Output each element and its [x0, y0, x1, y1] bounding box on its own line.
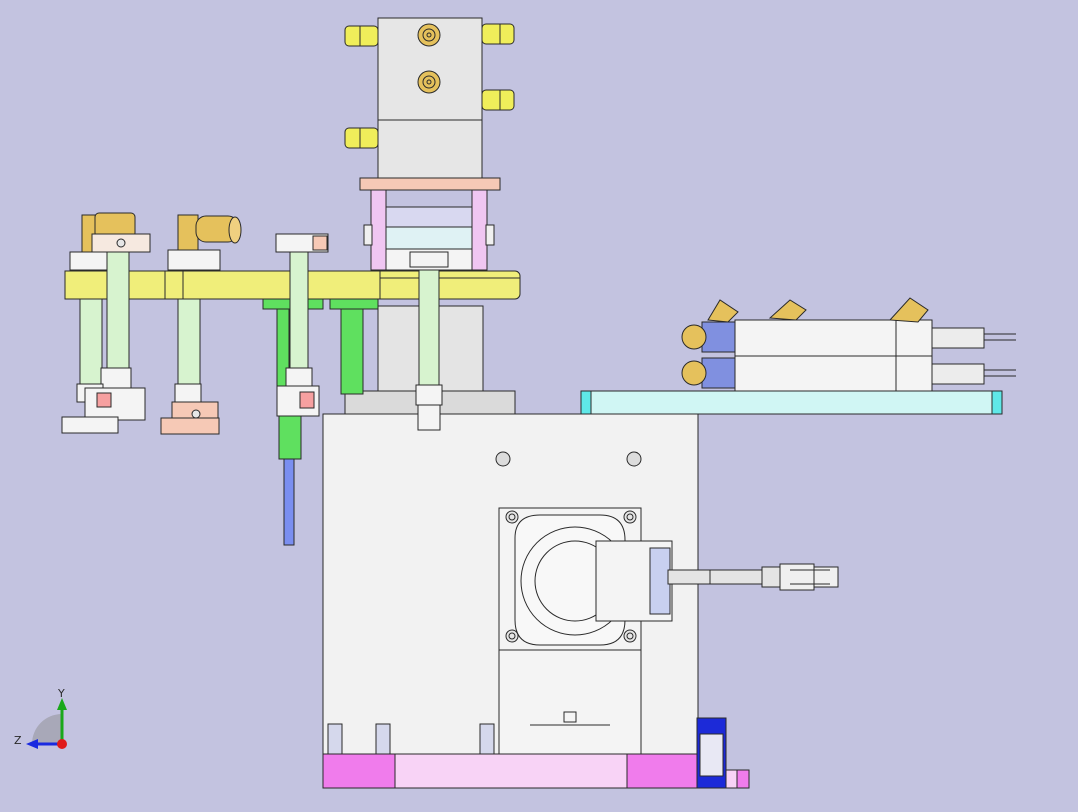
servo-motor[interactable]	[498, 507, 839, 755]
pneumatic-cylinder-pair[interactable]	[681, 297, 1016, 392]
triad-y-label: Y	[57, 687, 65, 700]
gripper-station-3[interactable]	[275, 233, 329, 417]
right-mounting-plate[interactable]	[580, 390, 1003, 415]
rotary-upper-assembly[interactable]	[359, 177, 501, 271]
coordinate-triad	[26, 698, 67, 749]
guide-rod-center[interactable]	[415, 269, 443, 431]
gripper-station-2[interactable]	[160, 214, 242, 435]
rotary-manifold[interactable]	[344, 17, 515, 179]
triad-z-label: Z	[14, 734, 22, 747]
gripper-station-1[interactable]	[61, 212, 151, 434]
base-plate[interactable]	[322, 717, 750, 789]
